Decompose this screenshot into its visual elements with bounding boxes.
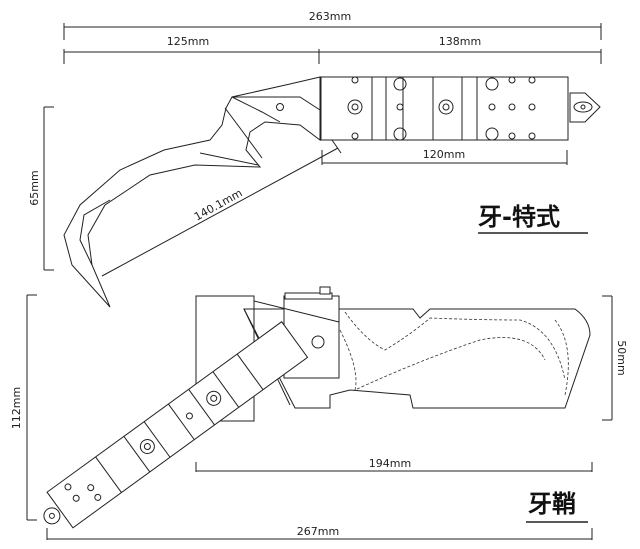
dim-blade-handle: 125mm 138mm [63,35,602,64]
dim-label: 112mm [10,387,23,429]
title-label: 牙鞘 [528,490,576,518]
dim-label: 263mm [309,10,351,23]
dim-label: 140.1mm [192,186,245,223]
dim-height-65: 65mm [28,106,54,271]
knife-title: 牙-特式 [478,203,588,234]
dim-label: 65mm [28,170,41,205]
knife-handle [320,76,569,141]
dim-total-263: 263mm [63,10,602,40]
dim-label: 50mm [615,340,628,375]
title-label: 牙-特式 [478,203,560,231]
dim-width-50: 50mm [602,295,628,421]
dim-label: 194mm [369,457,411,470]
sheath-title: 牙鞘 [526,490,588,523]
sheath-grip [43,321,309,529]
dim-label: 138mm [439,35,481,48]
dim-total-267: 267mm [46,525,593,540]
knife-pommel [569,92,601,123]
dim-height-112: 112mm [10,294,37,521]
dim-label: 120mm [423,148,465,161]
knife-blade [63,76,321,308]
dim-label: 267mm [297,525,339,538]
sheath-body [195,286,591,422]
dim-grip-120: 120mm [321,148,568,165]
dim-body-194: 194mm [195,457,593,472]
dim-label: 125mm [167,35,209,48]
